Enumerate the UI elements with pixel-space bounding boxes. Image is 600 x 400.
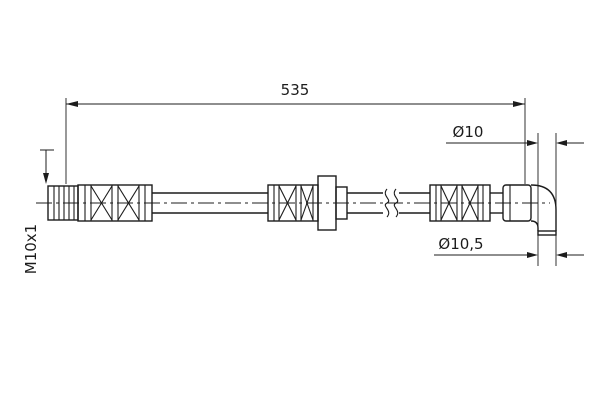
dimension-dia-10-5: Ø10,5 bbox=[434, 235, 584, 258]
middle-crimp-sleeve bbox=[267, 184, 319, 222]
thread-size-label: M10x1 bbox=[22, 224, 40, 274]
break-symbol bbox=[384, 188, 399, 218]
dimension-535: 535 bbox=[65, 81, 526, 184]
left-crimp-sleeve bbox=[77, 184, 153, 222]
hose-body bbox=[152, 192, 503, 214]
extension-lines bbox=[537, 133, 557, 266]
mounting-bracket bbox=[317, 175, 348, 231]
right-crimp-sleeve bbox=[429, 184, 491, 222]
length-dimension-label: 535 bbox=[281, 81, 310, 99]
top-diameter-label: Ø10 bbox=[453, 123, 484, 141]
bottom-diameter-label: Ø10,5 bbox=[438, 235, 483, 253]
thread-callout: M10x1 bbox=[22, 149, 54, 274]
dimension-dia-10: Ø10 bbox=[446, 123, 584, 146]
elbow-fitting bbox=[502, 184, 557, 236]
